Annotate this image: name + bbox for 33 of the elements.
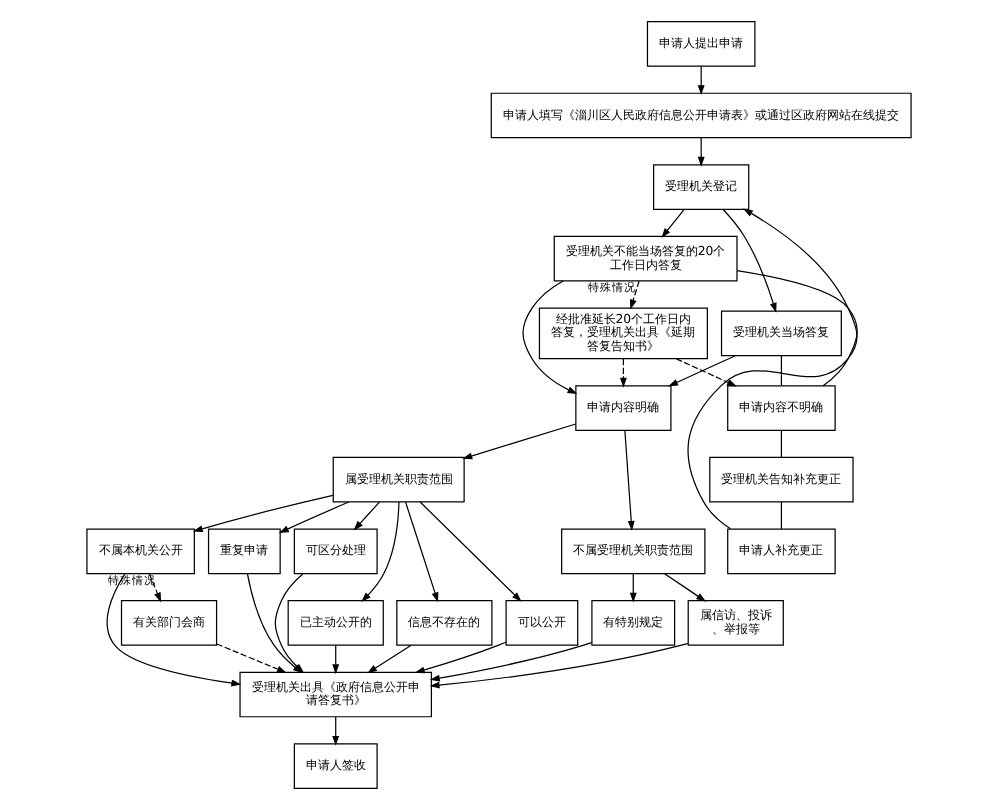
connector xyxy=(780,429,783,459)
arrow xyxy=(722,208,777,313)
arrow xyxy=(619,358,627,388)
connector xyxy=(780,355,783,387)
arrow xyxy=(361,501,400,602)
arrow xyxy=(106,573,242,687)
arrow xyxy=(419,501,522,602)
arrow xyxy=(462,423,577,460)
arrow xyxy=(278,501,350,534)
arrow xyxy=(216,643,287,673)
arrow xyxy=(192,494,334,533)
arrow xyxy=(148,573,162,603)
arrow xyxy=(414,641,507,674)
arrow xyxy=(663,573,707,602)
arrow xyxy=(405,501,439,603)
arrow xyxy=(353,501,381,531)
arrow xyxy=(675,358,737,387)
connector xyxy=(736,269,858,387)
connector xyxy=(780,501,783,530)
arrow xyxy=(697,137,705,167)
arrow xyxy=(332,716,340,746)
arrow xyxy=(687,208,858,530)
arrow xyxy=(367,644,412,674)
arrow xyxy=(522,280,578,394)
arrow xyxy=(332,644,340,675)
arrow xyxy=(629,573,637,603)
arrow xyxy=(624,430,635,531)
arrow xyxy=(429,642,593,682)
arrow xyxy=(668,355,736,387)
arrow xyxy=(661,208,685,238)
arrow xyxy=(697,65,705,96)
arrow xyxy=(629,280,640,310)
arrow xyxy=(429,642,689,689)
